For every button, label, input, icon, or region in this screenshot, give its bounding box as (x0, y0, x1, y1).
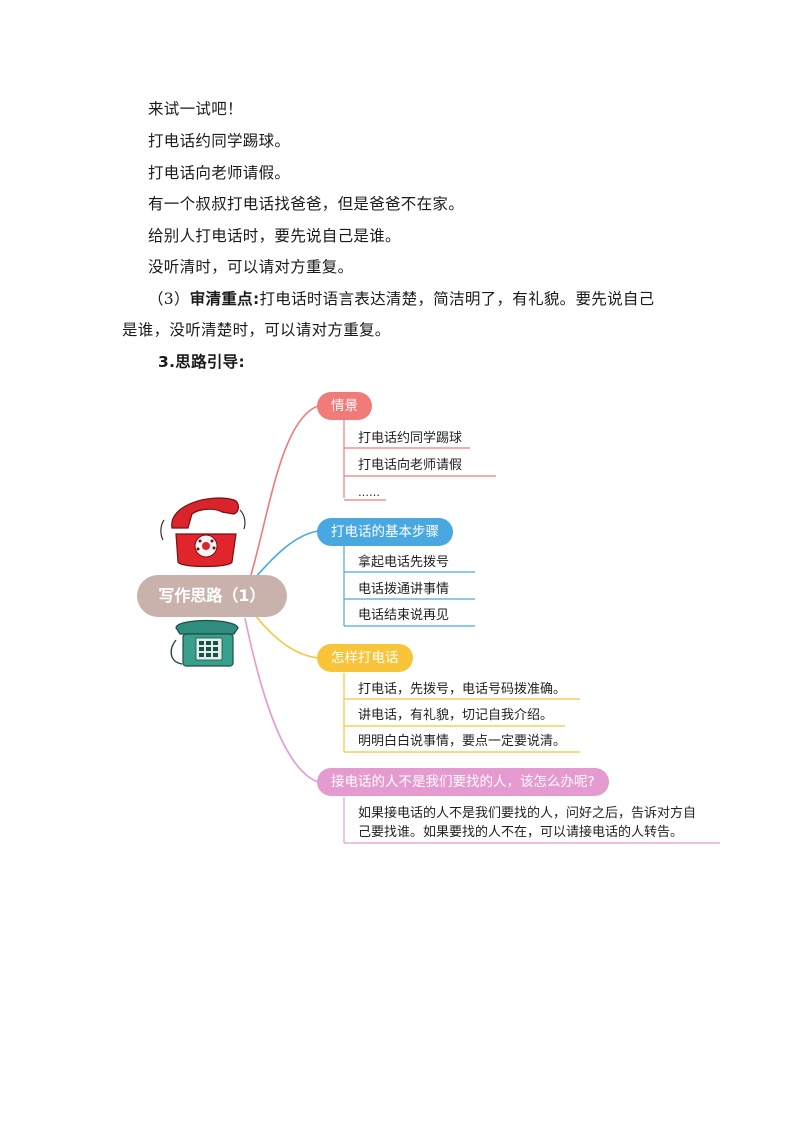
paragraph-scenario-3: 有一个叔叔打电话找爸爸，但是爸爸不在家。 (148, 195, 465, 213)
branch-steps: 打电话的基本步骤 (317, 518, 453, 546)
leaf-wrong-person-2: 己要找谁。如果要找的人不在，可以请接电话的人转告。 (358, 825, 684, 840)
leaf-scenario-3: …… (358, 486, 380, 499)
leaf-how-1: 打电话，先拨号，电话号码拨准确。 (358, 682, 567, 697)
branch-wrong-person: 接电话的人不是我们要找的人，该怎么办呢? (317, 768, 609, 796)
paragraph-try: 来试一试吧！ (148, 100, 243, 118)
key-point-text: 打电话时语言表达清楚，简洁明了，有礼貌。要先说自己 (259, 290, 655, 308)
leaf-steps-3: 电话结束说再见 (358, 608, 450, 623)
paragraph-tip-1: 给别人打电话时，要先说自己是谁。 (148, 227, 401, 245)
leaf-how-3: 明明白白说事情，要点一定要说清。 (358, 734, 567, 749)
leaf-steps-2: 电话拨通讲事情 (358, 582, 450, 597)
connector-scenario (249, 405, 319, 579)
key-point-label: 审清重点: (189, 290, 260, 308)
red-telephone-icon (160, 497, 246, 568)
branch-scenario: 情景 (317, 392, 372, 420)
connector-steps (254, 530, 319, 579)
branch-how: 怎样打电话 (317, 644, 413, 672)
leaf-how-2: 讲电话，有礼貌，切记自我介绍。 (358, 708, 554, 723)
paragraph-scenario-1: 打电话约同学踢球。 (148, 132, 291, 150)
section-heading: 3.思路引导: (158, 353, 245, 371)
leaf-wrong-person-1: 如果接电话的人不是我们要找的人，问好之后，告诉对方自 (358, 806, 697, 821)
paragraph-key-point: （3）审清重点:打电话时语言表达清楚，简洁明了，有礼貌。要先说自己 (148, 289, 654, 309)
leaf-scenario-2: 打电话向老师请假 (358, 458, 463, 473)
leaf-scenario-1: 打电话约同学踢球 (358, 431, 463, 446)
paragraph-key-point-cont: 是谁，没听清楚时，可以请对方重复。 (122, 321, 391, 339)
paragraph-scenario-2: 打电话向老师请假。 (148, 164, 291, 182)
paragraph-tip-2: 没听清时，可以请对方重复。 (148, 258, 354, 276)
green-telephone-icon (170, 619, 239, 667)
leaf-steps-1: 拿起电话先拨号 (358, 555, 450, 570)
connector-how (254, 614, 319, 659)
key-point-number: （3） (148, 290, 190, 308)
connector-wrong-person (244, 617, 319, 783)
mind-map-center: 写作思路（1） (137, 575, 287, 617)
